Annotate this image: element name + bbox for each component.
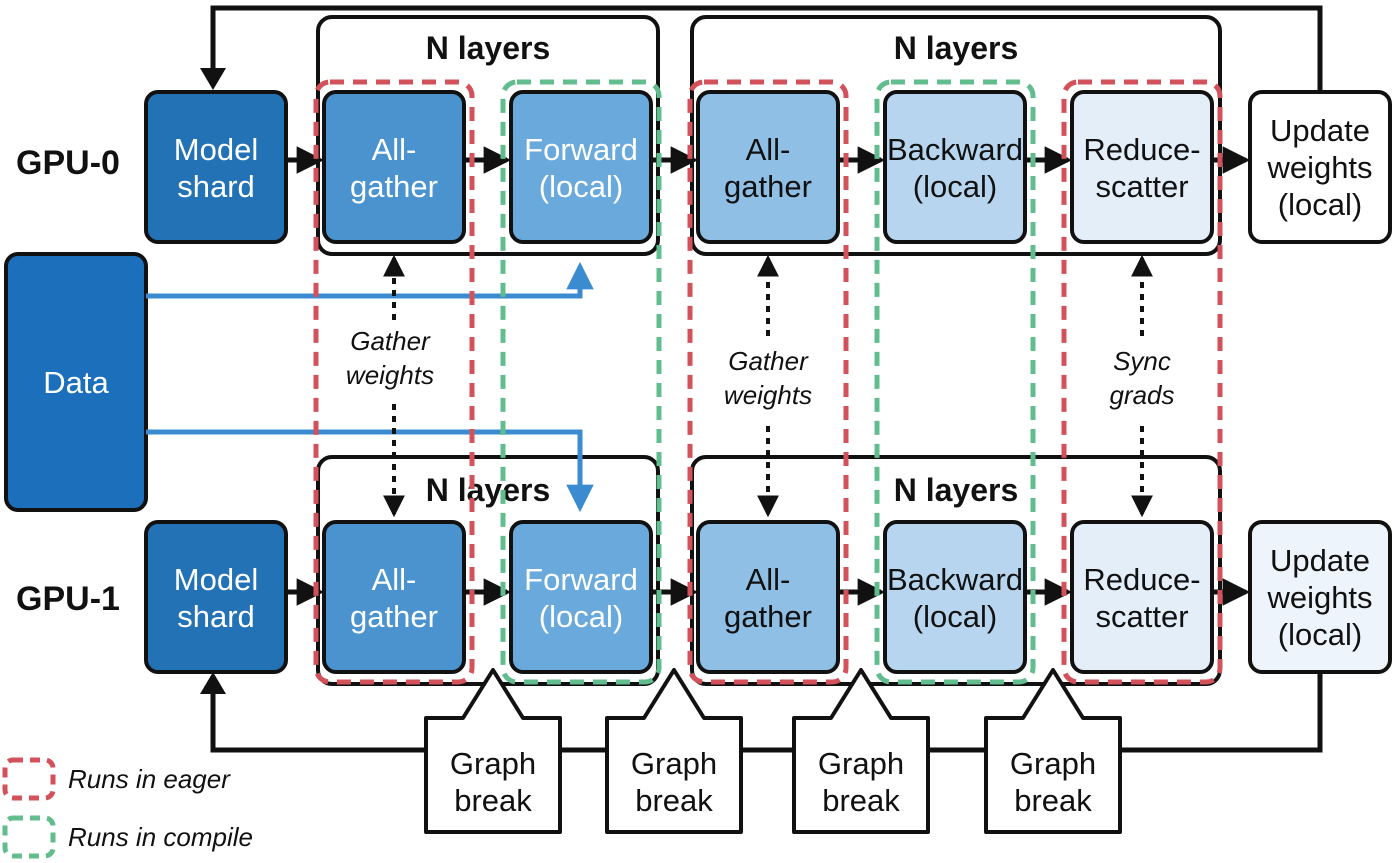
svg-text:Backward(local): Backward(local) (887, 132, 1023, 204)
legend-eager-swatch (2, 757, 56, 801)
svg-text:All-gather: All-gather (724, 132, 812, 204)
svg-text:All-gather: All-gather (350, 132, 438, 204)
data-box: Data (4, 252, 148, 512)
sync-arrows (383, 254, 1153, 518)
svg-text:Backward(local): Backward(local) (887, 562, 1023, 634)
legend: Runs in eager Runs in compile (2, 757, 253, 859)
legend-compile-label: Runs in compile (68, 822, 253, 852)
all-gather-box-gpu1: All-gather (322, 520, 466, 674)
svg-text:Forward(local): Forward(local) (524, 562, 638, 634)
all-gather-box-gpu0-backward: All-gather (696, 90, 840, 244)
backward-box-gpu0: Backward(local) (883, 90, 1027, 244)
forward-box-gpu1: Forward(local) (509, 520, 653, 674)
feedback-loop-top (200, 5, 1323, 92)
gpu0-label: GPU-0 (16, 144, 120, 182)
forward-box-gpu0: Forward(local) (509, 90, 653, 244)
backward-box-gpu1: Backward(local) (883, 520, 1027, 674)
compile-regions (500, 79, 1036, 685)
svg-text:All-gather: All-gather (350, 562, 438, 634)
n-layers-label: N layers (426, 30, 551, 66)
reduce-scatter-box-gpu1: Reduce-scatter (1070, 520, 1214, 674)
legend-compile-swatch (2, 815, 56, 859)
svg-text:All-gather: All-gather (724, 562, 812, 634)
all-gather-box-gpu1-backward: All-gather (696, 520, 840, 674)
svg-text:Reduce-scatter: Reduce-scatter (1083, 132, 1200, 204)
data-label: Data (43, 365, 109, 400)
svg-text:Reduce-scatter: Reduce-scatter (1083, 562, 1200, 634)
n-layers-label: N layers (894, 30, 1019, 66)
data-arrow-gpu0 (146, 261, 594, 299)
legend-eager-label: Runs in eager (68, 764, 231, 794)
data-arrow-gpu1 (146, 429, 594, 513)
gpu1-label: GPU-1 (16, 580, 120, 618)
n-layers-label: N layers (894, 472, 1019, 508)
reduce-scatter-box-gpu0: Reduce-scatter (1070, 90, 1214, 244)
feedback-loop-bottom (200, 672, 1323, 753)
all-gather-box-gpu0: All-gather (322, 90, 466, 244)
svg-text:Forward(local): Forward(local) (524, 132, 638, 204)
n-layers-label: N layers (426, 472, 551, 508)
eager-regions (313, 79, 1223, 685)
